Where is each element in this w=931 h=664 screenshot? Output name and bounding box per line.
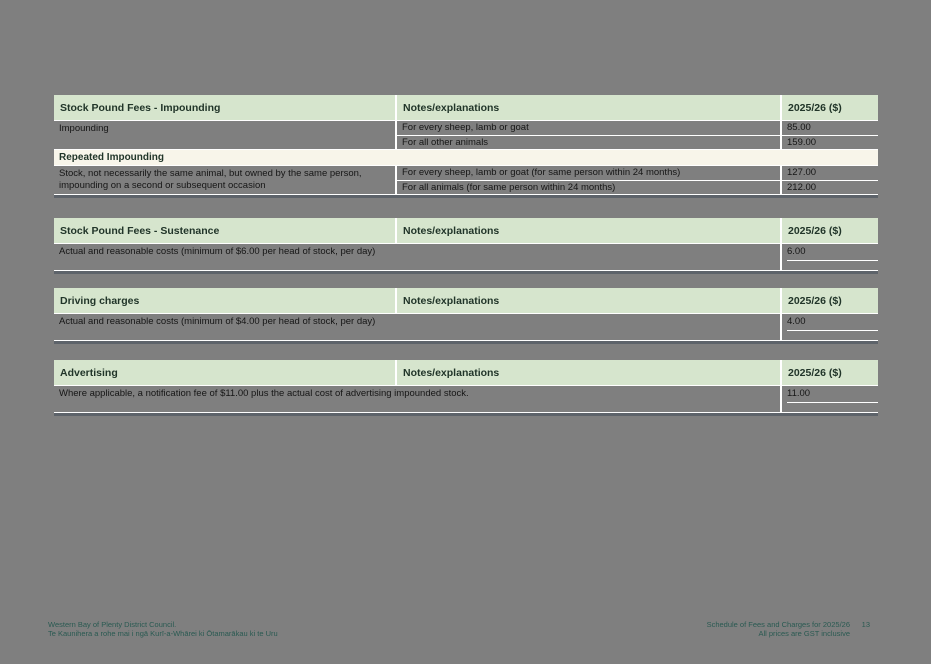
fee-cell: 6.00 (780, 244, 878, 270)
footer-schedule-title: Schedule of Fees and Charges for 2025/26 (706, 620, 850, 629)
table-row: Actual and reasonable costs (minimum of … (54, 314, 878, 341)
fee-value: 127.00 (780, 166, 878, 181)
note-text: For all animals (for same person within … (395, 181, 780, 195)
fee-value: 11.00 (787, 386, 878, 403)
footer-right: Schedule of Fees and Charges for 2025/26… (707, 620, 850, 638)
notes-column-header: Notes/explanations (395, 288, 780, 313)
table-title: Advertising (60, 366, 118, 379)
footer-council-name: Western Bay of Plenty District Council. (48, 620, 177, 629)
note-text: For every sheep, lamb or goat (395, 121, 780, 136)
table-row: Actual and reasonable costs (minimum of … (54, 244, 878, 271)
notes-column-header: Notes/explanations (395, 218, 780, 243)
table-title: Stock Pound Fees - Sustenance (60, 224, 220, 237)
row-description: Stock, not necessarily the same animal, … (54, 166, 395, 195)
fee-column-header: 2025/26 ($) (780, 95, 878, 120)
subheader-repeated-impounding: Repeated Impounding (54, 150, 878, 166)
fee-value: 85.00 (780, 121, 878, 136)
table-sustenance: Stock Pound Fees - Sustenance Notes/expl… (54, 218, 878, 274)
table-impounding-header: Stock Pound Fees - Impounding Notes/expl… (54, 95, 878, 121)
page-number: 13 (861, 620, 870, 629)
note-text: For all other animals (395, 136, 780, 150)
table-row: Impounding For every sheep, lamb or goat… (54, 121, 878, 150)
fee-value: 212.00 (780, 181, 878, 195)
table-bottom-rule (54, 195, 878, 198)
table-advertising: Advertising Notes/explanations 2025/26 (… (54, 360, 878, 416)
table-advertising-header: Advertising Notes/explanations 2025/26 (… (54, 360, 878, 386)
row-description: Where applicable, a notification fee of … (59, 388, 469, 399)
table-driving-header: Driving charges Notes/explanations 2025/… (54, 288, 878, 314)
notes-column-header: Notes/explanations (395, 95, 780, 120)
table-sustenance-header: Stock Pound Fees - Sustenance Notes/expl… (54, 218, 878, 244)
row-description: Actual and reasonable costs (minimum of … (59, 316, 376, 327)
row-description: Impounding (54, 121, 395, 150)
table-bottom-rule (54, 271, 878, 274)
fee-value: 6.00 (787, 244, 878, 261)
fee-column-header: 2025/26 ($) (780, 360, 878, 385)
fee-cell: 4.00 (780, 314, 878, 340)
table-bottom-rule (54, 413, 878, 416)
fee-column-header: 2025/26 ($) (780, 288, 878, 313)
table-bottom-rule (54, 341, 878, 344)
table-title: Stock Pound Fees - Impounding (60, 101, 221, 114)
footer-maori-name: Te Kaunihera a rohe mai i ngā Kurī-a-Whā… (48, 629, 278, 638)
notes-column-header: Notes/explanations (395, 360, 780, 385)
table-row: Stock, not necessarily the same animal, … (54, 166, 878, 195)
table-impounding: Stock Pound Fees - Impounding Notes/expl… (54, 95, 878, 198)
table-driving-charges: Driving charges Notes/explanations 2025/… (54, 288, 878, 344)
fee-value: 159.00 (780, 136, 878, 150)
footer-gst-note: All prices are GST inclusive (758, 629, 850, 638)
fee-column-header: 2025/26 ($) (780, 218, 878, 243)
fee-cell: 11.00 (780, 386, 878, 412)
table-title: Driving charges (60, 294, 140, 307)
fee-value: 4.00 (787, 314, 878, 331)
row-description: Actual and reasonable costs (minimum of … (59, 246, 376, 257)
footer-left: Western Bay of Plenty District Council. … (48, 620, 278, 638)
table-row: Where applicable, a notification fee of … (54, 386, 878, 413)
note-text: For every sheep, lamb or goat (for same … (395, 166, 780, 181)
